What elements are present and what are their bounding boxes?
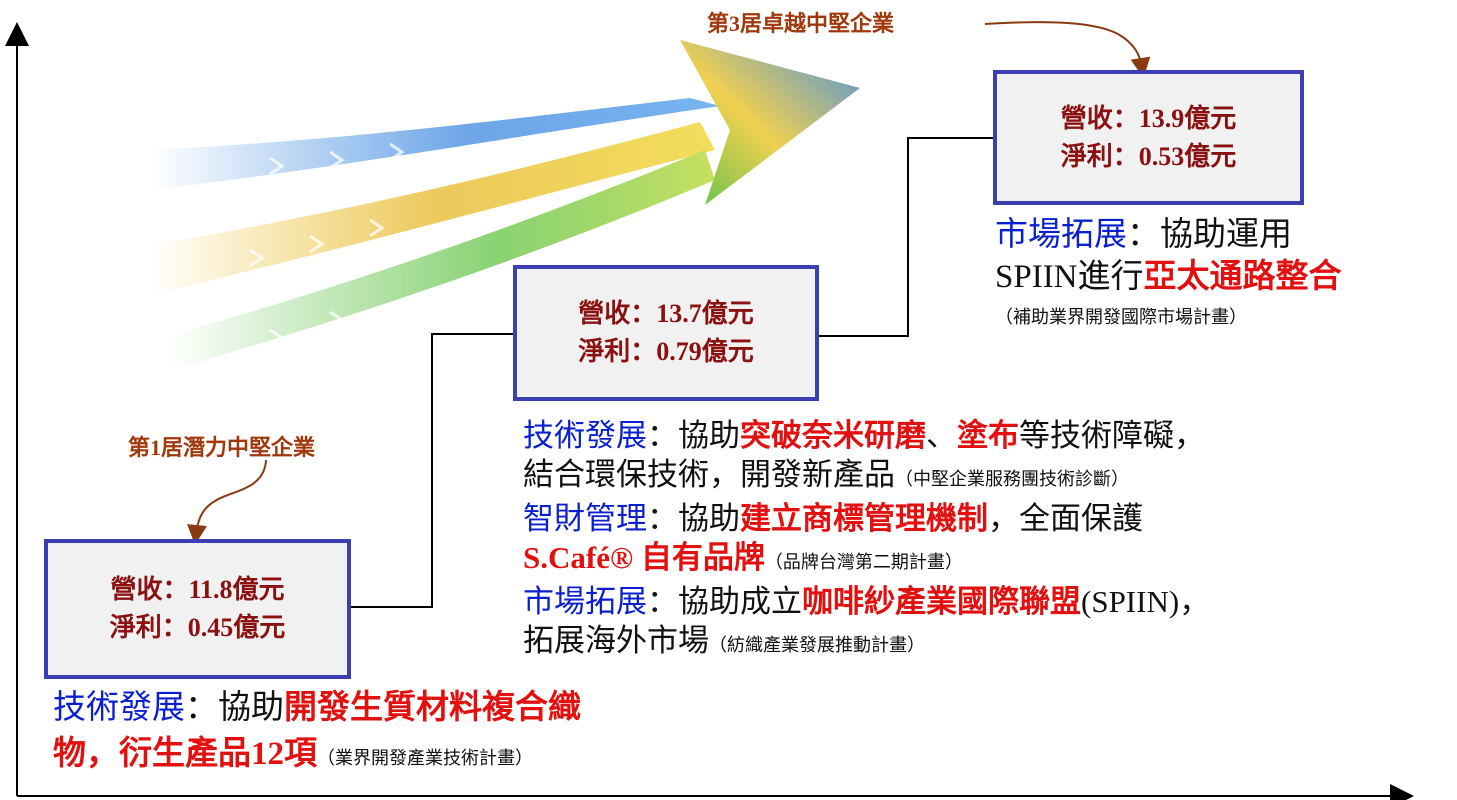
stage-1-description: 技術發展：協助開發生質材料複合織 物，衍生產品12項（業界開發產業技術計畫） xyxy=(53,685,581,781)
growth-arrow-icon xyxy=(150,40,860,370)
revenue-stat: 營收：11.8億元 xyxy=(110,575,285,605)
highlight-text: 咖啡紗產業國際聯盟 xyxy=(802,584,1081,619)
category-label: 技術發展 xyxy=(53,690,185,726)
description-line: （補助業界開發國際市場計畫） xyxy=(995,298,1342,332)
revenue-stat: 營收：13.7億元 xyxy=(578,299,754,329)
plain-text: ：協助成立 xyxy=(647,584,802,619)
program-note: （品牌台灣第二期計畫） xyxy=(764,552,963,572)
highlight-text: S.Café® 自有品牌 xyxy=(523,540,765,575)
description-line: 拓展海外市場（紡織產業發展推動計畫） xyxy=(523,621,1210,665)
highlight-text: 物，衍生產品12項 xyxy=(53,736,317,772)
stage-box-2: 營收：13.7億元 淨利：0.79億元 xyxy=(513,265,819,401)
profit-stat: 淨利：0.45億元 xyxy=(109,613,286,642)
plain-text: 拓展海外市場 xyxy=(523,623,709,658)
category-label: 技術發展 xyxy=(523,418,647,453)
stage-box-1: 營收：11.8億元 淨利：0.45億元 xyxy=(44,539,351,679)
plain-text: 、 xyxy=(926,418,957,453)
stage-box-3: 營收：13.9億元 淨利：0.53億元 xyxy=(993,70,1304,205)
highlight-text: 突破奈米研磨 xyxy=(740,418,926,453)
highlight-text: 建立商標管理機制 xyxy=(740,501,988,536)
profit-stat: 淨利：0.79億元 xyxy=(578,337,754,366)
program-note: （紡織產業發展推動計畫） xyxy=(709,635,925,655)
program-note: （中堅企業服務團技術診斷） xyxy=(895,469,1129,489)
program-note: （業界開發產業技術計畫） xyxy=(317,748,533,768)
curved-arrow-icon xyxy=(984,21,1151,78)
highlight-text: 亞太通路整合 xyxy=(1143,259,1342,295)
plain-text: SPIIN進行 xyxy=(995,259,1144,295)
description-line: 物，衍生產品12項（業界開發產業技術計畫） xyxy=(53,731,581,781)
description-line: 技術發展：協助開發生質材料複合織 xyxy=(53,685,581,731)
description-line: S.Café® 自有品牌（品牌台灣第二期計畫） xyxy=(523,538,1210,582)
plain-text: (SPIIN)， xyxy=(1081,584,1211,619)
profit-stat: 淨利：0.53億元 xyxy=(1060,141,1237,171)
award-label-first: 第1居潛力中堅企業 xyxy=(128,435,316,460)
description-line: 市場拓展：協助成立咖啡紗產業國際聯盟(SPIIN)， xyxy=(523,582,1210,621)
description-line: 智財管理：協助建立商標管理機制，全面保護 xyxy=(523,499,1210,538)
description-line: 結合環保技術，開發新產品（中堅企業服務團技術診斷） xyxy=(523,455,1210,499)
category-label: 市場拓展 xyxy=(523,584,647,619)
plain-text: ，全面保護 xyxy=(988,501,1143,536)
curved-arrow-icon xyxy=(187,459,267,545)
description-line: 市場拓展：協助運用 xyxy=(995,214,1342,256)
description-line: SPIIN進行亞太通路整合 xyxy=(995,256,1342,298)
highlight-text: 開發生質材料複合織 xyxy=(284,690,581,726)
step-line xyxy=(351,333,515,608)
highlight-text: 塗布 xyxy=(957,418,1019,453)
step-line xyxy=(818,137,993,337)
stage-2-description: 技術發展：協助突破奈米研磨、塗布等技術障礙， 結合環保技術，開發新產品（中堅企業… xyxy=(523,416,1210,665)
plain-text: 等技術障礙， xyxy=(1019,418,1205,453)
category-label: 市場拓展 xyxy=(995,217,1127,253)
plain-text: ：協助運用 xyxy=(1127,217,1292,253)
description-line: 技術發展：協助突破奈米研磨、塗布等技術障礙， xyxy=(523,416,1210,455)
revenue-stat: 營收：13.9億元 xyxy=(1060,103,1237,133)
plain-text: 結合環保技術，開發新產品 xyxy=(523,457,895,492)
award-label-third: 第3居卓越中堅企業 xyxy=(707,11,895,36)
category-label: 智財管理 xyxy=(523,501,647,536)
stage-3-description: 市場拓展：協助運用 SPIIN進行亞太通路整合 （補助業界開發國際市場計畫） xyxy=(995,214,1342,332)
plain-text: ：協助 xyxy=(647,418,740,453)
plain-text: ：協助 xyxy=(185,690,284,726)
program-note: （補助業界開發國際市場計畫） xyxy=(995,307,1247,327)
plain-text: ：協助 xyxy=(647,501,740,536)
